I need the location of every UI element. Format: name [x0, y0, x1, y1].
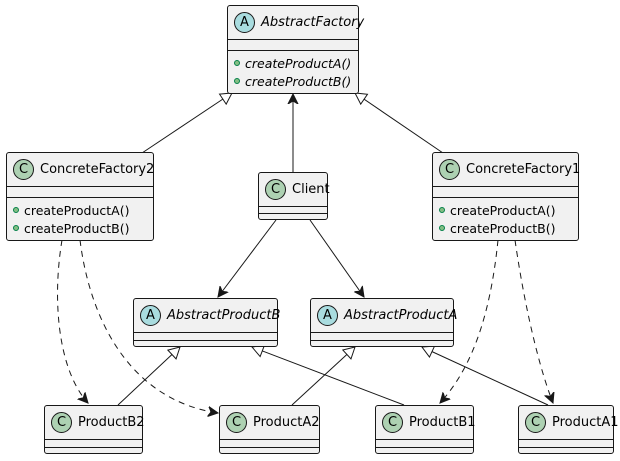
class-icon: C: [51, 412, 72, 433]
methods-divider: [228, 50, 358, 51]
methods-divider: [311, 340, 453, 341]
methods-divider: [519, 447, 613, 448]
attributes-divider: [7, 186, 153, 197]
product-b1-class: C ProductB1: [375, 405, 476, 454]
abstract-factory-class: A AbstractFactory createProductA() creat…: [227, 5, 364, 94]
methods-divider: [376, 447, 473, 448]
class-name: AbstractProductA: [344, 308, 458, 323]
method-signature: createProductB(): [24, 220, 130, 236]
public-method-icon: [13, 207, 19, 213]
methods-divider: [220, 447, 319, 448]
edge-client-uses-abstract-product-a: [309, 219, 364, 297]
method-item: createProductA(): [13, 201, 147, 219]
attributes-divider: [134, 332, 277, 340]
attributes-divider: [519, 439, 613, 447]
class-icon: C: [525, 412, 546, 433]
public-method-icon: [234, 60, 240, 66]
method-item: createProductA(): [234, 54, 352, 72]
methods-list: createProductA() createProductB(): [228, 51, 358, 94]
methods-list: createProductA() createProductB(): [7, 198, 153, 241]
class-icon: C: [382, 412, 403, 433]
product-a2-class: C ProductA2: [219, 405, 320, 454]
concrete-factory1-class: C ConcreteFactory1 createProductA() crea…: [432, 152, 581, 241]
attributes-divider: [220, 439, 319, 447]
methods-divider: [7, 197, 153, 198]
methods-list: createProductA() createProductB(): [433, 198, 578, 241]
methods-divider: [45, 447, 142, 448]
attributes-divider: [259, 206, 327, 213]
method-item: createProductA(): [439, 201, 572, 219]
class-icon: C: [439, 159, 460, 180]
class-name: ConcreteFactory1: [466, 162, 581, 177]
abstract-class-icon: A: [234, 12, 255, 33]
client-class: C Client: [258, 172, 330, 220]
edge-cf1-creates-product-b1: [440, 239, 499, 403]
class-name: ConcreteFactory2: [40, 162, 155, 177]
abstract-product-b-class: A AbstractProductB: [133, 298, 281, 347]
concrete-factory2-class: C ConcreteFactory2 createProductA() crea…: [6, 152, 154, 241]
attributes-divider: [376, 439, 473, 447]
method-signature: createProductB(): [450, 220, 556, 236]
methods-divider: [134, 340, 277, 341]
class-name: ProductA1: [552, 415, 619, 430]
product-b2-class: C ProductB2: [44, 405, 145, 454]
attributes-divider: [433, 186, 578, 197]
edge-product-b1-extends-abstract-product-b: [251, 344, 405, 406]
class-name: ProductB2: [78, 415, 145, 430]
class-icon: C: [226, 412, 247, 433]
methods-divider: [433, 197, 578, 198]
edge-product-a2-extends-abstract-product-a: [291, 346, 356, 406]
edge-product-b2-extends-abstract-product-b: [117, 346, 181, 406]
method-item: createProductB(): [234, 72, 352, 90]
public-method-icon: [439, 225, 445, 231]
public-method-icon: [13, 225, 19, 231]
method-item: createProductB(): [13, 219, 147, 237]
public-method-icon: [234, 78, 240, 84]
class-name: ProductA2: [253, 415, 320, 430]
method-signature: createProductA(): [245, 55, 352, 71]
class-icon: C: [13, 159, 34, 180]
class-name: AbstractFactory: [261, 15, 365, 30]
edge-cf2-extends-abstract-factory: [141, 92, 233, 154]
abstract-class-icon: A: [140, 305, 161, 326]
abstract-class-icon: A: [317, 305, 338, 326]
public-method-icon: [439, 207, 445, 213]
methods-divider: [259, 213, 327, 214]
product-a1-class: C ProductA1: [518, 405, 619, 454]
class-name: Client: [292, 182, 330, 197]
edge-cf2-creates-product-b2: [57, 239, 88, 403]
abstract-product-a-class: A AbstractProductA: [310, 298, 458, 347]
attributes-divider: [228, 39, 358, 50]
class-icon: C: [265, 179, 286, 200]
method-signature: createProductA(): [450, 202, 556, 218]
attributes-divider: [45, 439, 142, 447]
edge-cf1-creates-product-a1: [514, 239, 553, 403]
method-signature: createProductA(): [24, 202, 130, 218]
edge-client-uses-abstract-product-b: [218, 219, 277, 297]
method-item: createProductB(): [439, 219, 572, 237]
class-name: AbstractProductB: [167, 308, 281, 323]
edge-cf1-extends-abstract-factory: [354, 92, 444, 154]
attributes-divider: [311, 332, 453, 340]
edge-product-a1-extends-abstract-product-a: [421, 345, 549, 406]
class-name: ProductB1: [409, 415, 476, 430]
method-signature: createProductB(): [245, 73, 352, 89]
